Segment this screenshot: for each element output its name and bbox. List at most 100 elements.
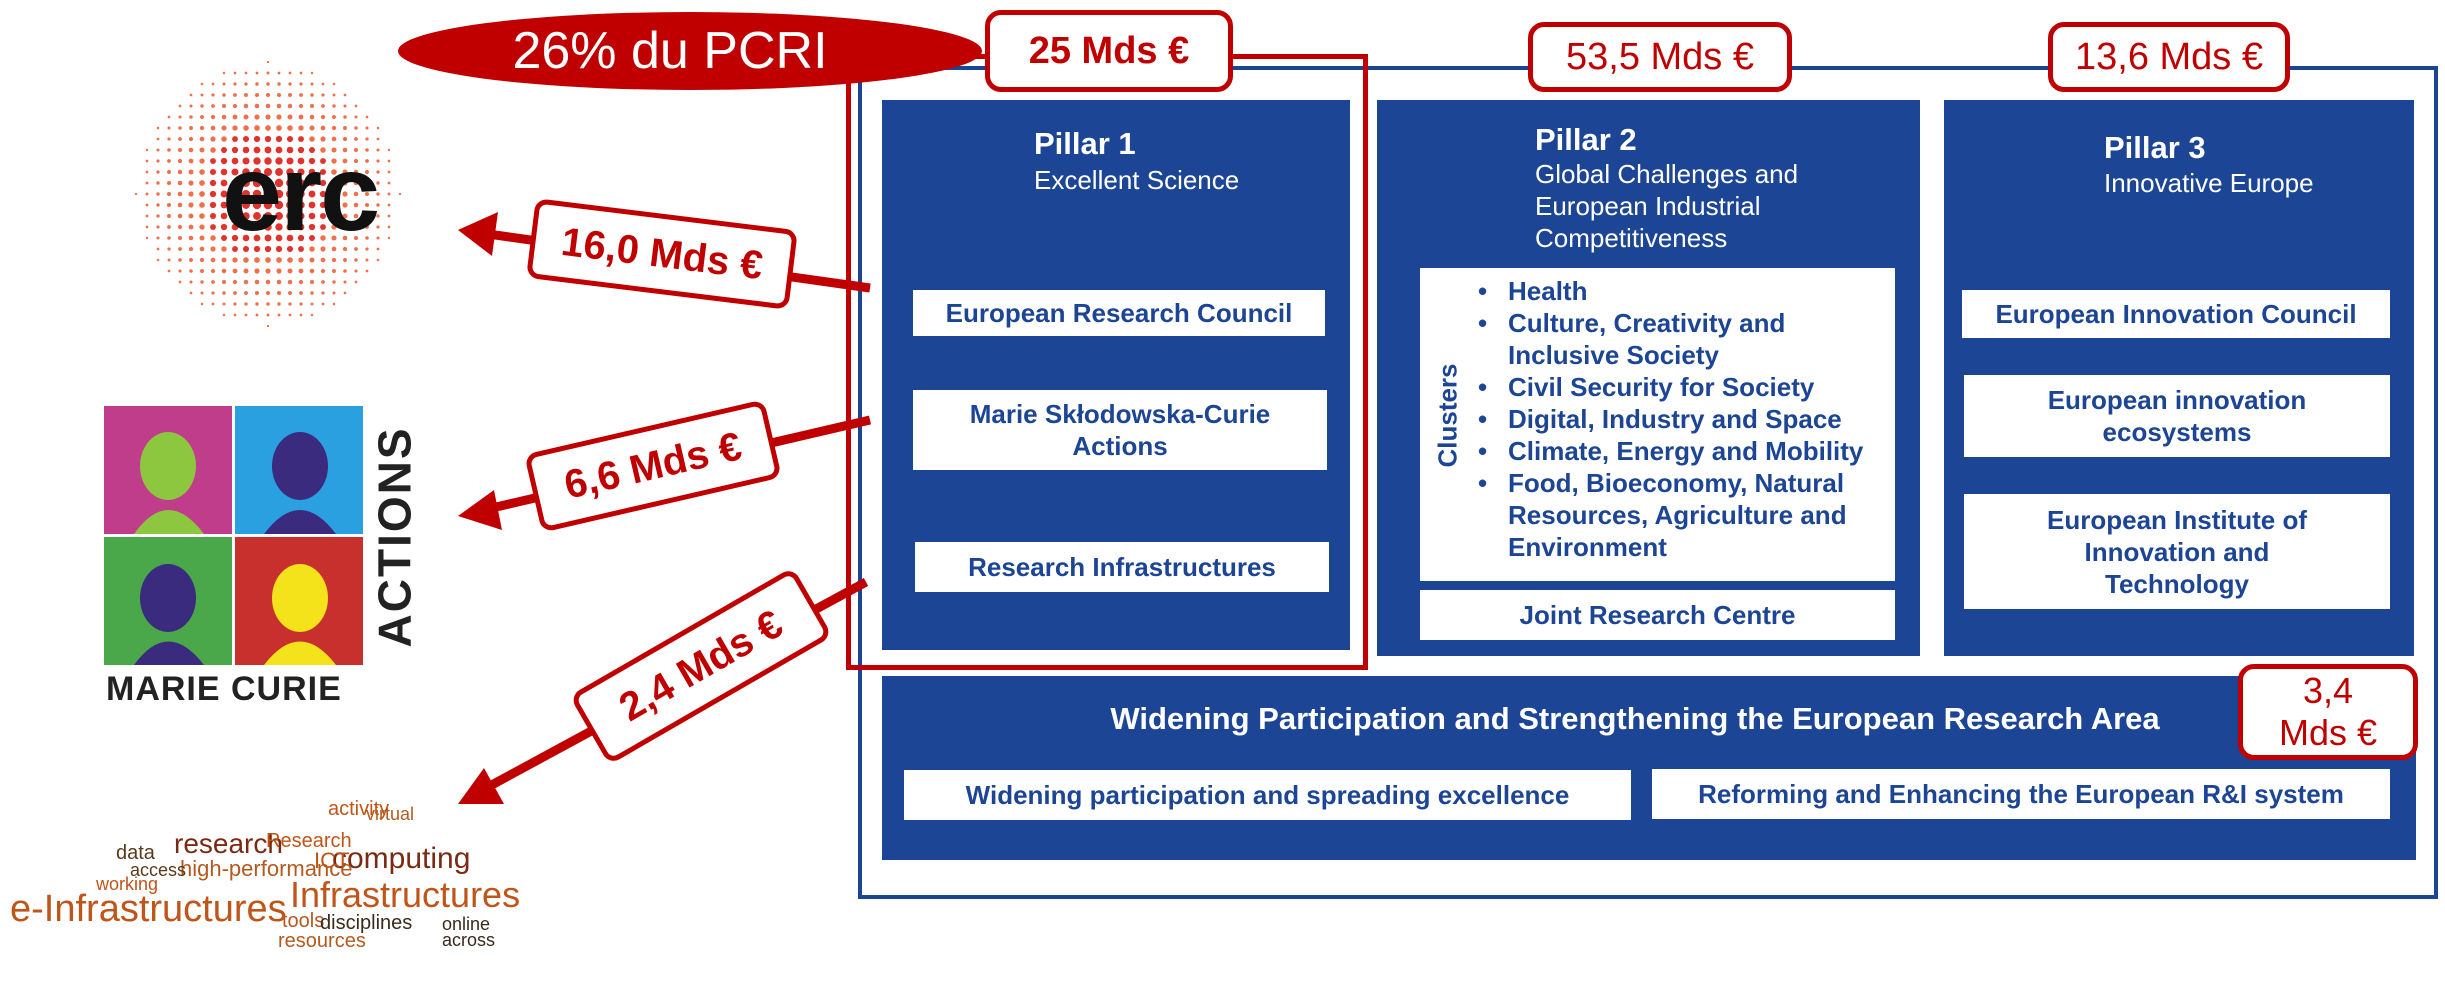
erc-dot (263, 200, 273, 210)
wordcloud-word: activity (328, 798, 390, 820)
erc-dot (299, 302, 303, 306)
erc-dot (167, 225, 171, 229)
erc-dot (275, 234, 283, 242)
pillar-3-item-ecosystems: European innovation ecosystems (1964, 375, 2390, 457)
erc-dot (189, 126, 193, 130)
erc-dot (309, 103, 315, 109)
erc-dot (167, 258, 171, 262)
erc-dot (189, 258, 193, 262)
erc-dot (342, 147, 348, 153)
msca-logo-side-text: ACTIONS (368, 426, 420, 648)
erc-dot (221, 103, 227, 109)
erc-dot (299, 82, 303, 86)
erc-dot (233, 302, 237, 306)
erc-dot (298, 257, 304, 263)
erc-dot (177, 158, 183, 164)
erc-dot (286, 157, 294, 165)
erc-dot (310, 82, 314, 86)
erc-dot (209, 212, 217, 220)
erc-dot (286, 234, 294, 242)
erc-dot (297, 212, 305, 220)
erc-dot (211, 302, 215, 306)
erc-dot (178, 269, 182, 273)
erc-dot (253, 157, 261, 165)
erc-dot (167, 137, 171, 141)
erc-dot (210, 114, 216, 120)
erc-dot (298, 268, 304, 274)
erc-dot (188, 235, 194, 241)
erc-dot (265, 290, 271, 296)
wordcloud-word: disciplines (320, 912, 413, 934)
erc-dot (200, 269, 204, 273)
erc-dot (277, 302, 281, 306)
pillar-1-budget-badge: 25 Mds € (985, 10, 1233, 92)
erc-dot (254, 114, 260, 120)
erc-dot (297, 234, 305, 242)
erc-dot (275, 223, 283, 231)
erc-dot (331, 169, 337, 175)
erc-dot (265, 103, 271, 109)
erc-dot (321, 104, 325, 108)
wordcloud-word: research (174, 828, 283, 859)
erc-dot (376, 159, 380, 163)
pillar-3-subtitle: Innovative Europe (2104, 168, 2314, 198)
erc-dot (209, 190, 217, 198)
erc-dot (276, 257, 282, 263)
erc-dot (308, 157, 316, 165)
erc-dot (354, 258, 358, 262)
erc-dot (156, 258, 160, 262)
erc-dot (231, 223, 239, 231)
erc-dot (134, 192, 138, 196)
erc-dot (275, 146, 283, 154)
erc-dot (319, 179, 327, 187)
pillar-1-item-erc: European Research Council (913, 290, 1325, 336)
erc-dot (331, 158, 337, 164)
erc-dot (188, 147, 194, 153)
erc-dot (376, 214, 380, 218)
erc-dot (365, 170, 369, 174)
erc-dot (331, 125, 337, 131)
erc-dot (299, 313, 303, 317)
erc-dot (156, 203, 160, 207)
erc-dot (353, 169, 359, 175)
erc-dot (255, 302, 259, 306)
erc-dot (266, 313, 270, 317)
erc-dot (188, 180, 194, 186)
erc-dot (254, 103, 260, 109)
erc-dot (353, 235, 359, 241)
wordcloud-word: ICT (314, 848, 350, 873)
erc-dot (387, 225, 391, 229)
erc-dot (231, 179, 239, 187)
erc-dot (221, 235, 227, 241)
erc-dot (376, 137, 380, 141)
erc-dot (242, 245, 250, 253)
erc-dot (376, 170, 380, 174)
erc-dot (244, 93, 248, 97)
cluster-item: Digital, Industry and Space (1468, 403, 1888, 435)
erc-dot (297, 168, 305, 176)
erc-dot (309, 257, 315, 263)
erc-dot (211, 104, 215, 108)
erc-dot (189, 269, 193, 273)
erc-dot (209, 168, 217, 176)
erc-dot (188, 246, 194, 252)
erc-dot (200, 93, 204, 97)
erc-dot (276, 279, 282, 285)
erc-dot (343, 93, 347, 97)
erc-dot (156, 247, 160, 251)
erc-dot (342, 136, 348, 142)
erc-dot (177, 202, 183, 208)
erc-dot (199, 158, 205, 164)
erc-dot (354, 247, 358, 251)
erc-dot (332, 302, 336, 306)
erc-dot (145, 203, 149, 207)
erc-dot (233, 93, 237, 97)
msca-logo-bottom-text: MARIE CURIE (106, 670, 342, 708)
erc-dot (276, 268, 282, 274)
erc-dot (297, 201, 305, 209)
pillar-3-title: Pillar 3 (2104, 130, 2206, 165)
erc-dot (222, 71, 226, 75)
erc-dot (308, 223, 316, 231)
erc-dot (331, 136, 337, 142)
erc-dot (353, 158, 359, 164)
